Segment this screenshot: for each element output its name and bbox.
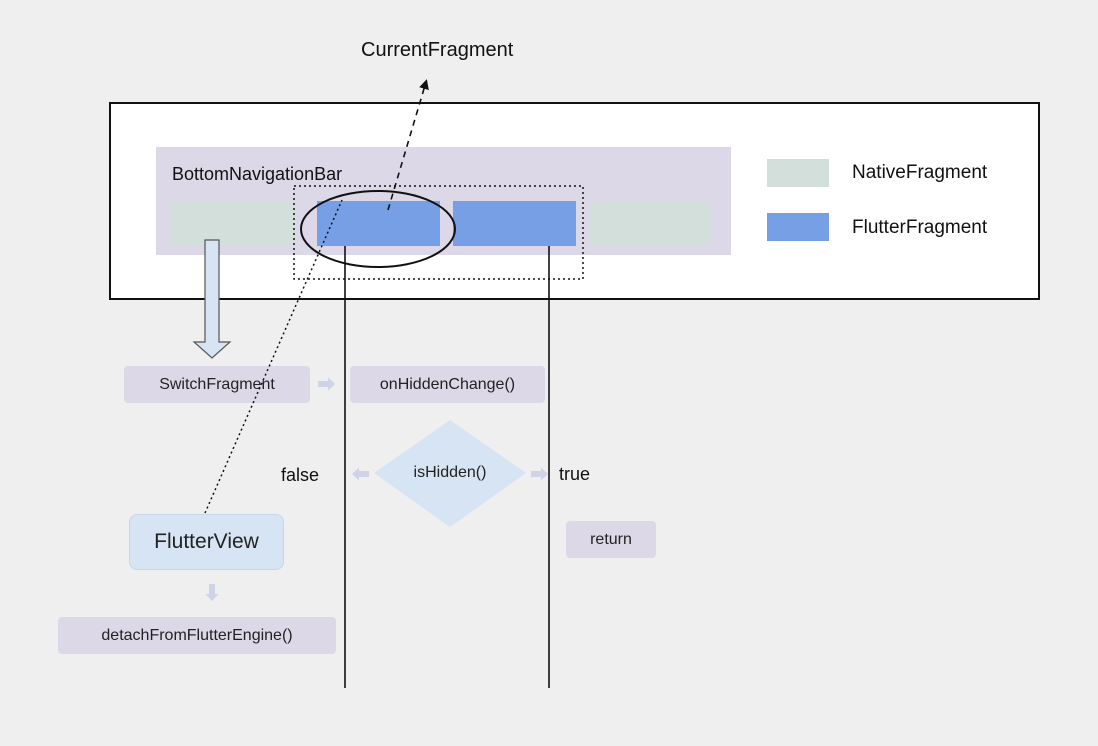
false-label: false (281, 465, 320, 485)
arrow-to-false (352, 467, 369, 481)
legend-swatch-flutter (767, 213, 829, 241)
flutter-fragment-tab-1 (317, 201, 440, 246)
flutter-fragment-tab-2 (453, 201, 576, 246)
on-hidden-change-box: onHiddenChange() (350, 366, 545, 403)
return-box: return (566, 521, 656, 558)
legend-swatch-native (767, 159, 829, 187)
true-label: true (559, 464, 591, 484)
is-hidden-label: isHidden() (413, 464, 487, 481)
bottom-navigation-bar-label: BottomNavigationBar (172, 164, 343, 184)
native-fragment-tab-1 (169, 201, 295, 246)
switch-fragment-box: SwitchFragment (124, 366, 310, 403)
legend-label-flutter: FlutterFragment (852, 217, 988, 238)
native-fragment-tab-2 (590, 201, 712, 246)
current-fragment-label: CurrentFragment (361, 39, 514, 61)
arrow-switch-to-onhidden (318, 377, 335, 391)
arrow-view-to-detach (205, 584, 219, 601)
detach-from-flutter-engine-box: detachFromFlutterEngine() (58, 617, 336, 654)
legend-label-native: NativeFragment (852, 162, 988, 183)
flutter-view-box: FlutterView (129, 514, 284, 570)
arrow-to-true (531, 467, 548, 481)
